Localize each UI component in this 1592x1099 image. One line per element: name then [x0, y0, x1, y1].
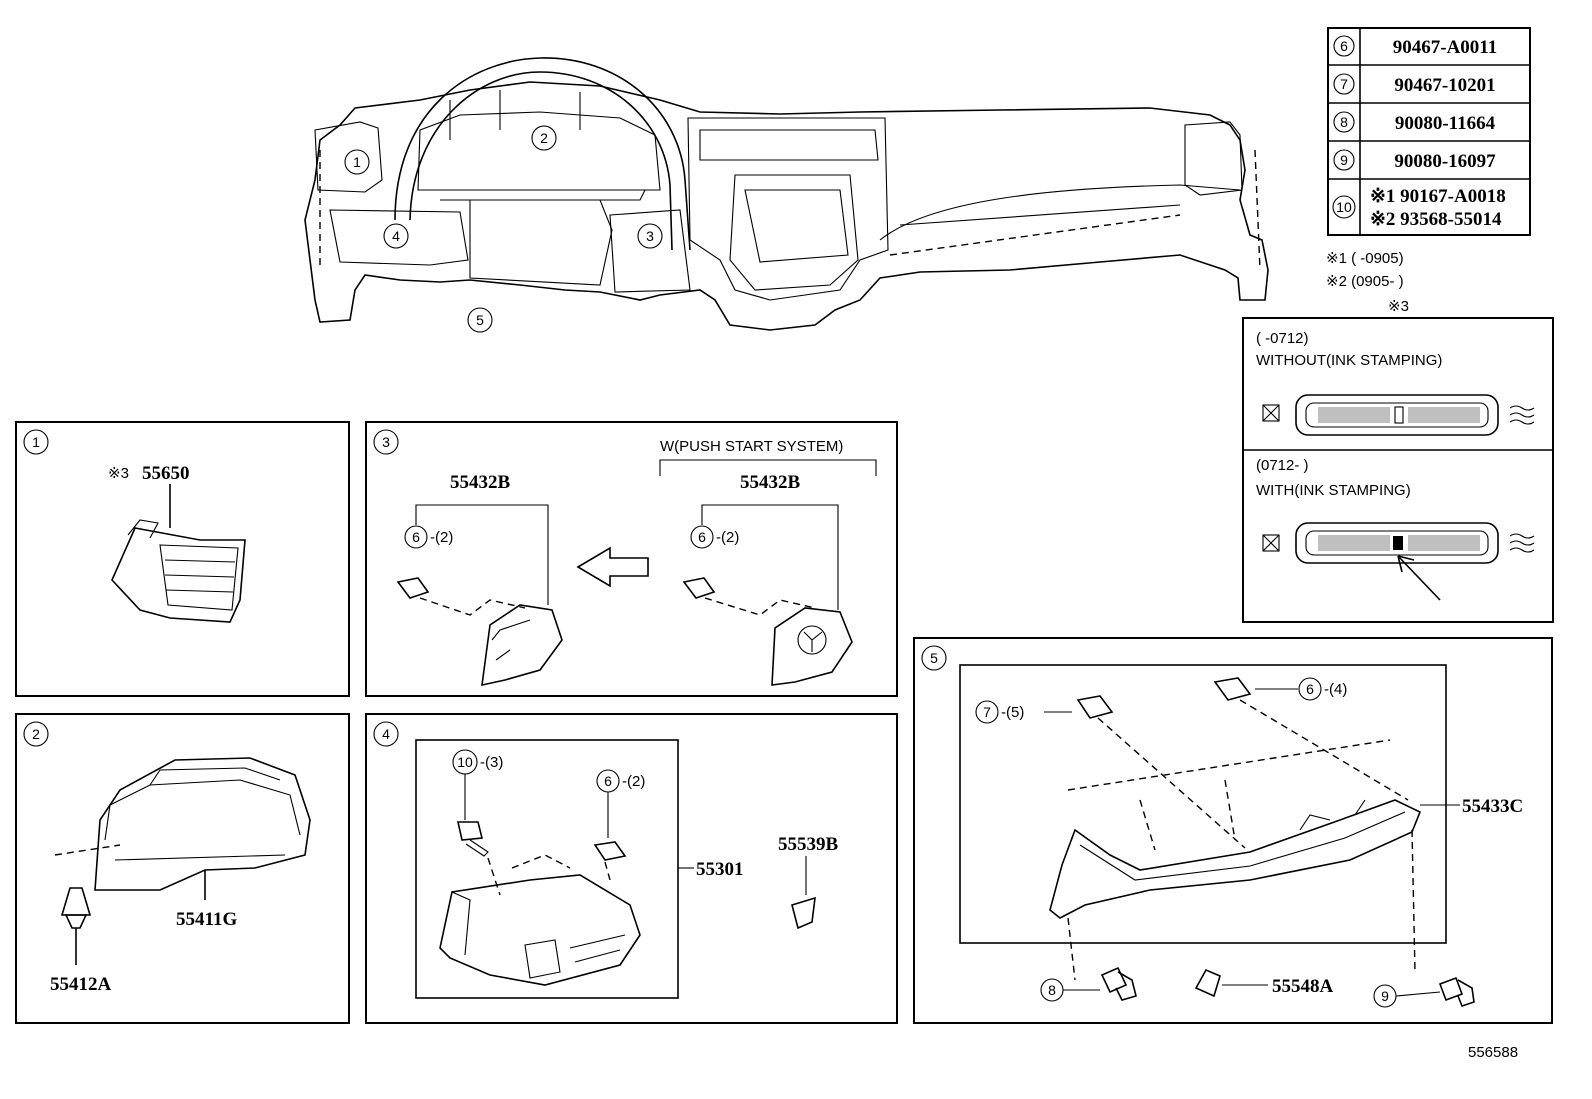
svg-text:-(3): -(3): [480, 754, 503, 771]
parts-table: 6 90467-A0011 7 90467-10201 8 90080-1166…: [1327, 27, 1531, 236]
panel-2: 2 55411G 55412A: [15, 713, 350, 1024]
svg-text:7: 7: [983, 704, 991, 720]
svg-text:5: 5: [930, 650, 938, 666]
ink-stamping-box: ( -0712) WITHOUT(INK STAMPING) (0712- ) …: [1242, 317, 1554, 623]
vent-part-drawing: [111, 519, 246, 623]
screw-drawing: [457, 821, 489, 857]
svg-text:6: 6: [698, 529, 706, 545]
svg-text:8: 8: [1340, 114, 1348, 130]
svg-text:1: 1: [32, 434, 40, 450]
svg-text:2: 2: [540, 130, 548, 146]
svg-text:4: 4: [392, 228, 400, 244]
cover-drawing: [771, 607, 853, 686]
panel-4: 4 10 -(3) 6 -(2) 55301 55539B: [365, 713, 898, 1024]
svg-text:※1 90167-A0018: ※1 90167-A0018: [1370, 186, 1506, 207]
svg-text:-(2): -(2): [716, 529, 739, 546]
svg-text:55301: 55301: [696, 859, 744, 880]
clip-drawing: [396, 577, 430, 599]
clip-drawing: [682, 577, 716, 599]
svg-text:55539B: 55539B: [778, 834, 839, 855]
svg-text:※2 93568-55014: ※2 93568-55014: [1370, 209, 1502, 230]
meter-hood-drawing: [94, 757, 311, 891]
drawing-number: 556588: [1468, 1044, 1518, 1061]
screw-drawing: [1438, 976, 1475, 1007]
svg-text:-(2): -(2): [430, 529, 453, 546]
svg-text:55650: 55650: [142, 463, 190, 484]
stamp-range-1: ( -0712): [1256, 330, 1309, 347]
svg-text:-(2): -(2): [622, 773, 645, 790]
panel-5: 5 7 -(5) 6 -(4) 55433C 8: [913, 637, 1553, 1024]
clip-drawing: [593, 841, 627, 861]
overview-callout-3: 3: [637, 223, 663, 249]
svg-text:3: 3: [646, 228, 654, 244]
svg-text:-(5): -(5): [1001, 704, 1024, 721]
svg-text:2: 2: [32, 726, 40, 742]
cover-drawing: [481, 604, 563, 687]
stamp-range-2: (0712- ): [1256, 457, 1309, 474]
parts-table-row: 10 ※1 90167-A0018 ※2 93568-55014: [1332, 186, 1506, 230]
clip-drawing: [1194, 968, 1221, 998]
svg-text:55411G: 55411G: [176, 909, 237, 930]
footnote-3: ※3: [1388, 298, 1409, 315]
svg-text:6: 6: [412, 529, 420, 545]
svg-text:55432B: 55432B: [740, 472, 801, 493]
overview-callout-5: 5: [467, 307, 493, 333]
svg-text:8: 8: [1048, 982, 1056, 998]
overview-callout-2: 2: [531, 125, 557, 151]
screw-drawing: [1100, 966, 1137, 1001]
svg-text:55548A: 55548A: [1272, 976, 1334, 997]
svg-text:6: 6: [1340, 38, 1348, 54]
clip-drawing: [60, 887, 92, 929]
clip-drawing: [1213, 677, 1252, 701]
dashboard-overview: [304, 57, 1269, 331]
overview-callout-1: 1: [344, 149, 370, 175]
svg-text:-(4): -(4): [1324, 681, 1347, 698]
svg-text:55432B: 55432B: [450, 472, 511, 493]
overview-callout-4: 4: [383, 223, 409, 249]
svg-text:90467-A0011: 90467-A0011: [1393, 37, 1498, 58]
svg-text:1: 1: [353, 154, 361, 170]
panel-3: 3 W(PUSH START SYSTEM) 55432B 6 -(2) 554…: [365, 421, 898, 697]
panel-1: 1 ※3 55650: [15, 421, 350, 697]
parts-table-row: 8 90080-11664: [1333, 111, 1496, 134]
svg-text:90080-16097: 90080-16097: [1394, 151, 1496, 172]
svg-text:W(PUSH START SYSTEM): W(PUSH START SYSTEM): [660, 438, 843, 455]
svg-text:55412A: 55412A: [50, 974, 112, 995]
footnote-1: ※1 ( -0905): [1326, 250, 1404, 267]
svg-text:6: 6: [1306, 681, 1314, 697]
svg-text:10: 10: [457, 754, 473, 770]
bracket-drawing: [439, 874, 641, 986]
svg-text:9: 9: [1340, 152, 1348, 168]
svg-text:90080-11664: 90080-11664: [1395, 113, 1496, 134]
svg-text:6: 6: [604, 773, 612, 789]
clip-drawing: [1076, 695, 1114, 719]
svg-text:3: 3: [382, 434, 390, 450]
arrow-icon: [576, 546, 649, 588]
glove-box-frame-drawing: [1049, 799, 1422, 919]
parts-table-row: 7 90467-10201: [1333, 73, 1496, 96]
svg-text:9: 9: [1381, 988, 1389, 1004]
stamp-label-without: WITHOUT(INK STAMPING): [1256, 352, 1442, 369]
svg-text:7: 7: [1340, 76, 1348, 92]
footnote-2: ※2 (0905- ): [1326, 273, 1404, 290]
svg-text:5: 5: [476, 312, 484, 328]
svg-text:※3: ※3: [108, 465, 129, 482]
parts-table-row: 6 90467-A0011: [1333, 35, 1498, 58]
svg-text:10: 10: [1336, 199, 1352, 215]
svg-text:4: 4: [382, 726, 390, 742]
svg-text:90467-10201: 90467-10201: [1394, 75, 1495, 96]
clip-drawing: [791, 896, 816, 930]
parts-table-row: 9 90080-16097: [1333, 149, 1496, 172]
stamp-label-with: WITH(INK STAMPING): [1256, 482, 1411, 499]
svg-text:55433C: 55433C: [1462, 796, 1523, 817]
